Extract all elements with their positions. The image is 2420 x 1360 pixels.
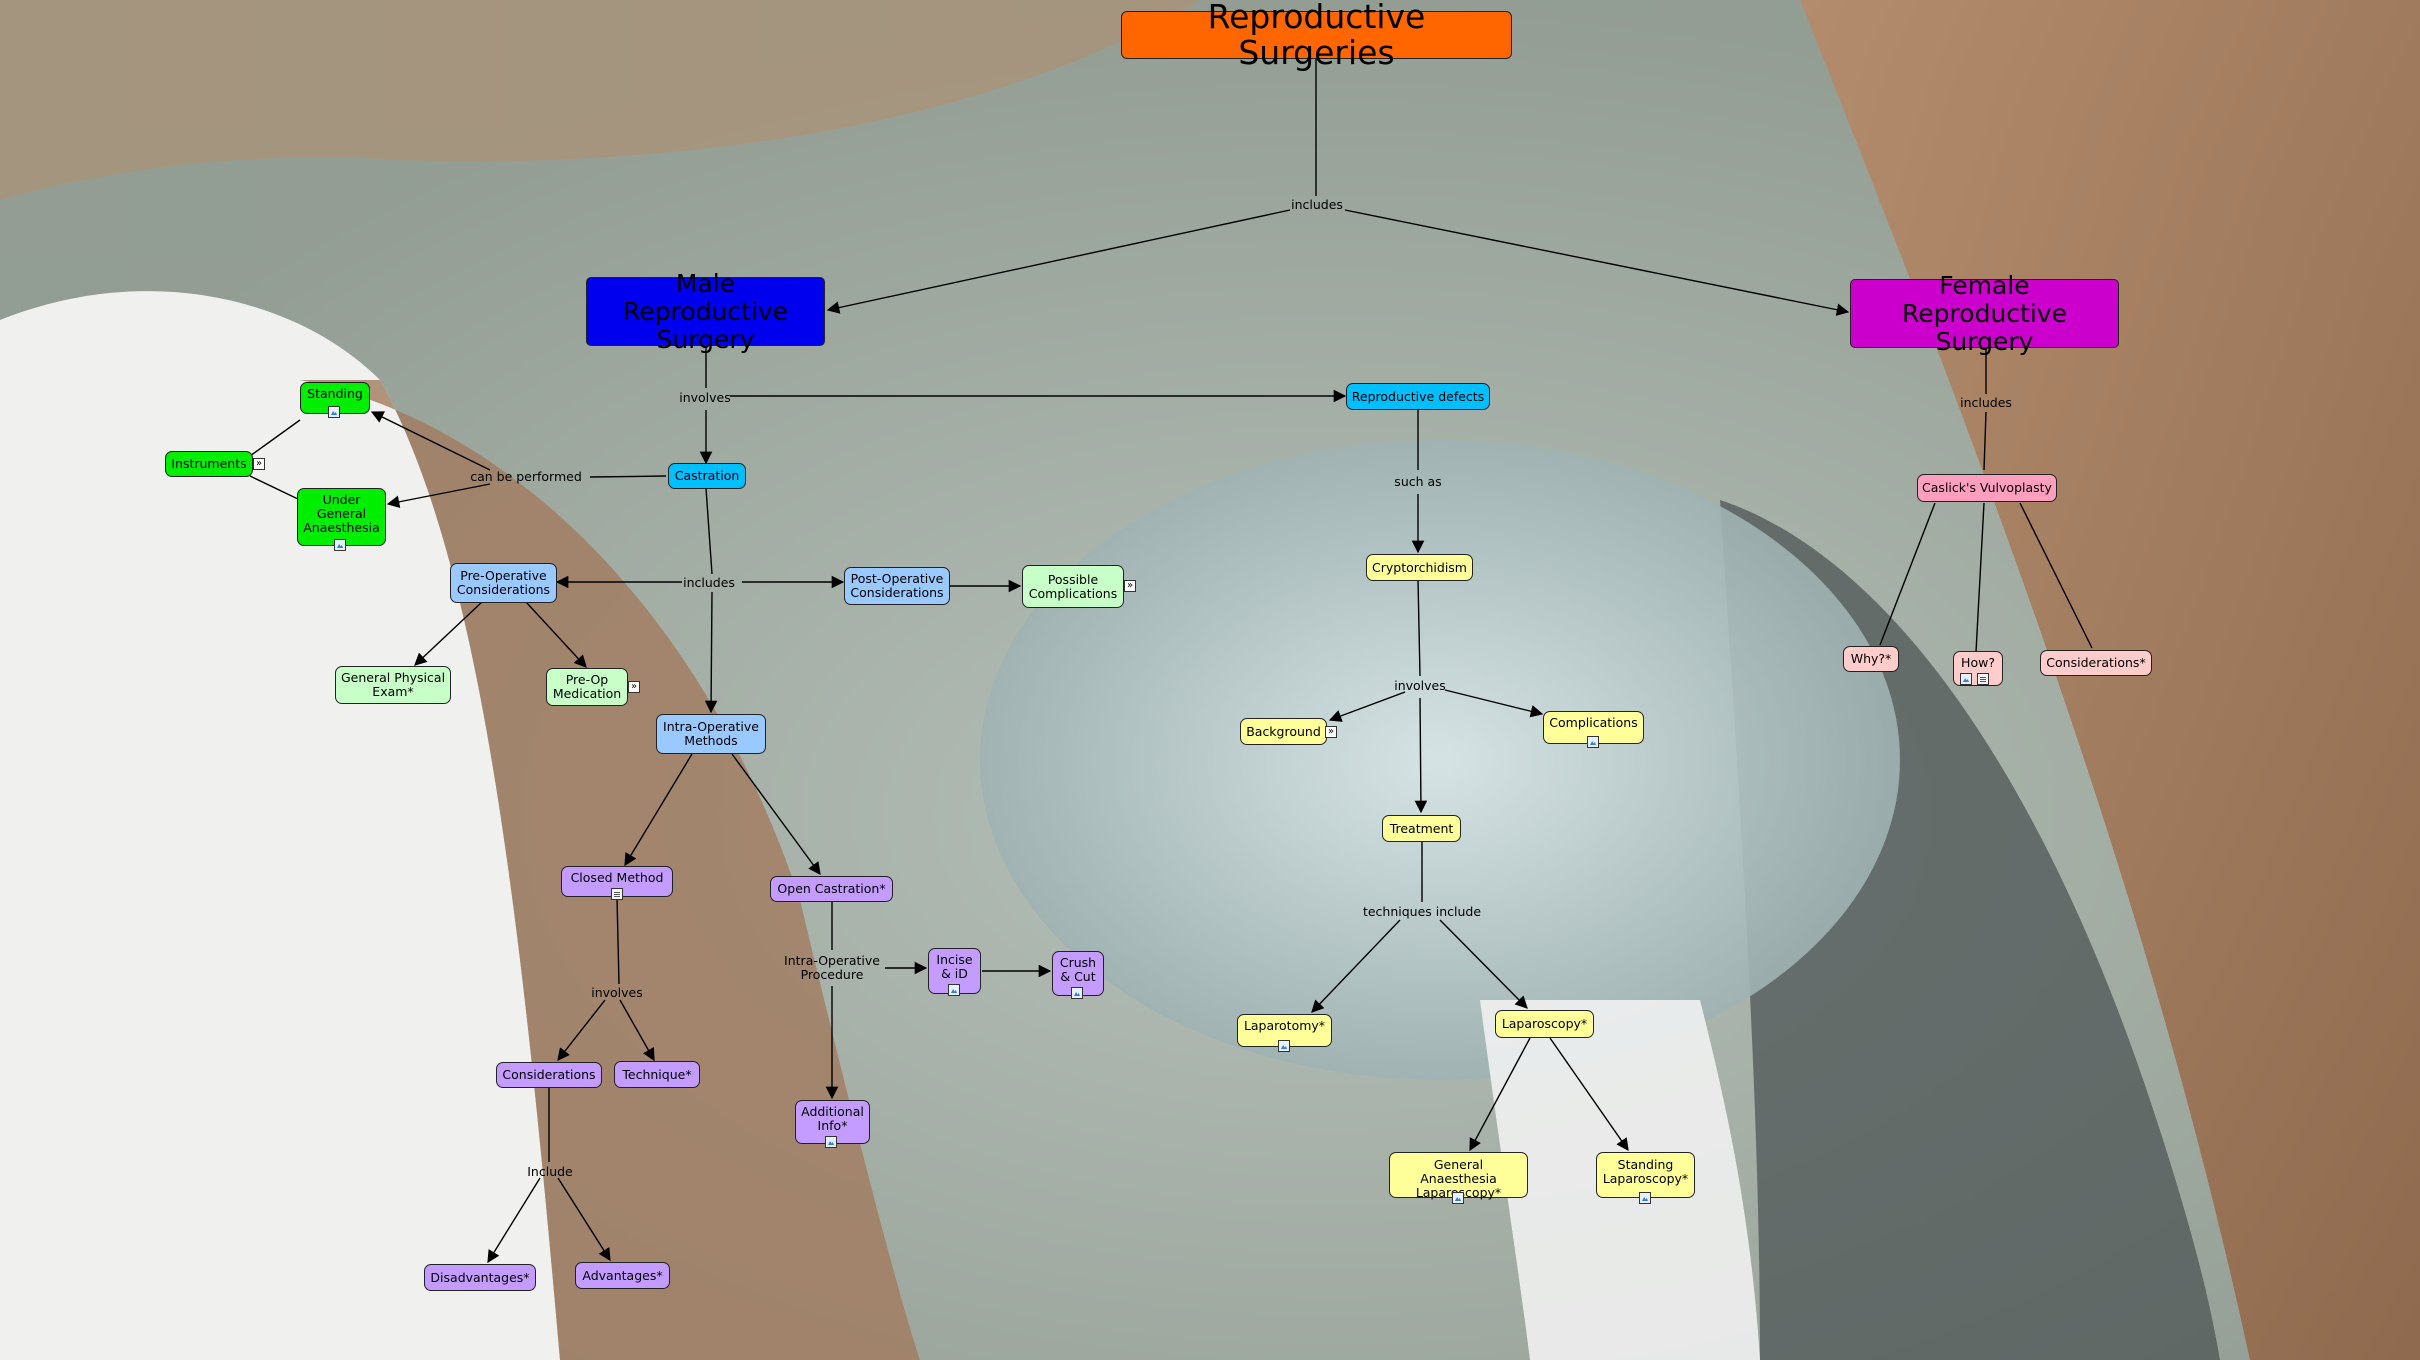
concept-considerations[interactable]: Considerations [496, 1062, 602, 1088]
label-such-as: such as [1394, 474, 1442, 489]
image-resource-icon[interactable] [1278, 1040, 1290, 1052]
document-resource-icon[interactable] [611, 888, 623, 900]
image-resource-icon[interactable] [1960, 673, 1972, 685]
concept-treatment[interactable]: Treatment [1382, 815, 1461, 842]
concept-general-anaesthesia-laparoscopy[interactable]: General Anaesthesia Laparoscopy* [1389, 1152, 1528, 1200]
image-resource-icon[interactable] [1452, 1192, 1464, 1204]
concept-caslicks-vulvoplasty[interactable]: Caslick's Vulvoplasty [1917, 474, 2057, 502]
concept-post-operative-considerations[interactable]: Post-Operative Considerations [844, 567, 950, 605]
image-resource-icon[interactable] [1587, 736, 1599, 748]
label-intra-operative-procedure: Intra-Operative Procedure [784, 953, 880, 982]
concept-laparoscopy[interactable]: Laparoscopy* [1495, 1010, 1594, 1038]
concept-map-link-icon[interactable]: » [628, 681, 640, 693]
label-involves: involves [1394, 678, 1446, 693]
concept-considerations-female[interactable]: Considerations* [2040, 650, 2152, 676]
concept-map-link-icon[interactable]: » [253, 458, 265, 470]
concept-under-general-anaesthesia[interactable]: Under General Anaesthesia [297, 488, 386, 546]
concept-pre-operative-considerations[interactable]: Pre-Operative Considerations [450, 563, 557, 603]
concept-possible-complications[interactable]: Possible Complications [1022, 565, 1124, 608]
concept-map-link-icon[interactable]: » [1325, 726, 1337, 738]
concept-crush-and-cut[interactable]: Crush & Cut [1052, 951, 1104, 996]
label-involves: involves [679, 390, 731, 405]
concept-instruments[interactable]: Instruments [165, 451, 253, 477]
label-can-be-performed: can be performed [470, 469, 582, 484]
concept-female-reproductive-surgery[interactable]: Female Reproductive Surgery [1850, 271, 2119, 355]
concept-closed-method[interactable]: Closed Method [561, 866, 673, 897]
label-includes: includes [1291, 197, 1343, 212]
concept-background[interactable]: Background [1240, 718, 1327, 745]
image-resource-icon[interactable] [328, 406, 340, 418]
concept-standing-laparoscopy[interactable]: Standing Laparoscopy* [1596, 1152, 1695, 1198]
label-involves: involves [591, 985, 643, 1000]
image-resource-icon[interactable] [825, 1136, 837, 1148]
concept-why[interactable]: Why?* [1843, 646, 1899, 672]
image-resource-icon[interactable] [334, 539, 346, 551]
image-resource-icon[interactable] [1639, 1192, 1651, 1204]
label-includes: includes [1960, 395, 2012, 410]
concept-map-link-icon[interactable]: » [1124, 580, 1136, 592]
image-resource-icon[interactable] [948, 984, 960, 996]
label-techniques-include: techniques include [1362, 904, 1482, 919]
concept-technique[interactable]: Technique* [614, 1061, 700, 1088]
concept-open-castration[interactable]: Open Castration* [770, 876, 893, 902]
concept-reproductive-defects[interactable]: Reproductive defects [1346, 383, 1490, 410]
concept-pre-op-medication[interactable]: Pre-Op Medication [546, 668, 628, 706]
concept-disadvantages[interactable]: Disadvantages* [424, 1264, 536, 1291]
label-includes: includes [683, 575, 735, 590]
concept-male-reproductive-surgery[interactable]: Male Reproductive Surgery [586, 269, 825, 353]
concept-advantages[interactable]: Advantages* [575, 1262, 670, 1289]
concept-reproductive-surgeries[interactable]: Reproductive Surgeries [1121, 0, 1512, 71]
label-include: Include [527, 1164, 573, 1179]
concept-cryptorchidism[interactable]: Cryptorchidism [1366, 554, 1473, 581]
image-resource-icon[interactable] [1071, 987, 1083, 999]
concept-castration[interactable]: Castration [668, 463, 746, 489]
concept-general-physical-exam[interactable]: General Physical Exam* [335, 666, 451, 704]
concept-intra-operative-methods[interactable]: Intra-Operative Methods [656, 714, 766, 754]
document-resource-icon[interactable] [1977, 673, 1989, 685]
